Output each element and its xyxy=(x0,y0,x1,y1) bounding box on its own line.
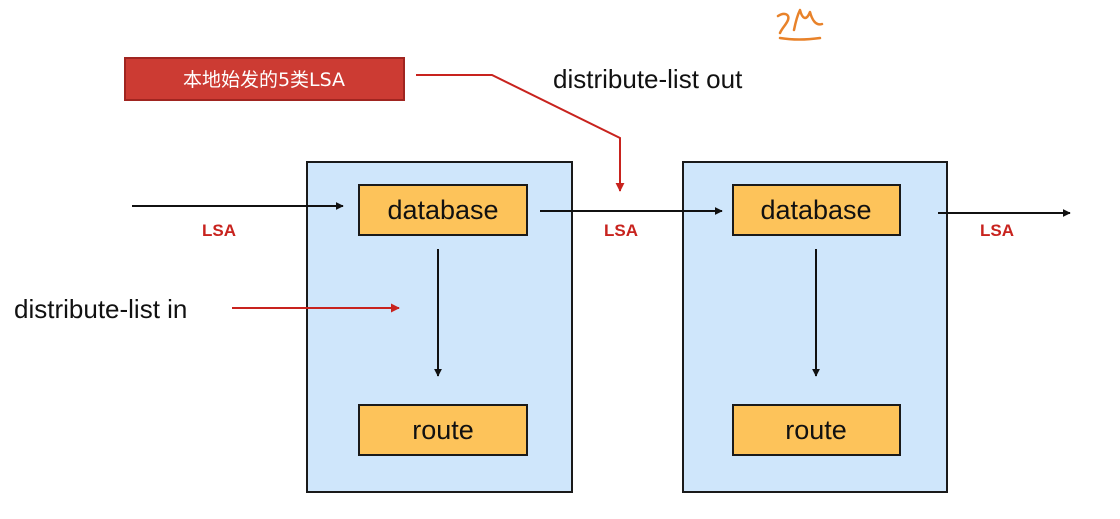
database-1-label: database xyxy=(387,195,498,225)
database-1-box xyxy=(358,184,528,236)
lsa-output-label: LSA xyxy=(980,221,1014,240)
lsa-between-label: LSA xyxy=(604,221,638,240)
route-1-label: route xyxy=(412,415,474,445)
distribute-list-out-label: distribute-list out xyxy=(553,64,743,94)
route-1-box xyxy=(358,404,528,456)
database-2-label: database xyxy=(760,195,871,225)
distribute-list-in-label: distribute-list in xyxy=(14,294,187,324)
route-2-label: route xyxy=(785,415,847,445)
distribute-list-out-arrow xyxy=(416,74,625,192)
route-2-box xyxy=(732,404,901,456)
database-2-box xyxy=(732,184,901,236)
lsa-input-label: LSA xyxy=(202,221,236,240)
type5-lsa-note-label: 本地始发的5类LSA xyxy=(183,69,345,91)
type5-lsa-note-box xyxy=(124,57,405,101)
handwritten-scribble xyxy=(776,8,824,41)
